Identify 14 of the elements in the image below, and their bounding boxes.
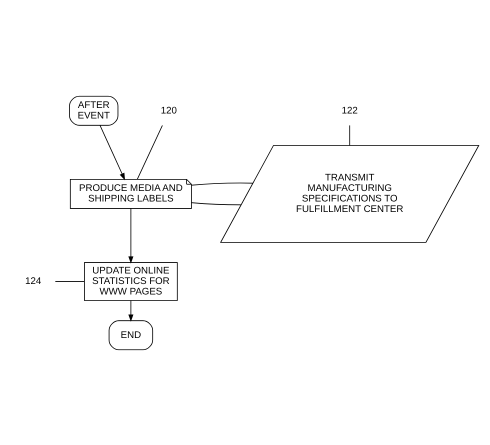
connector: [136, 124, 163, 180]
node-box: END: [108, 320, 154, 350]
connector: [54, 280, 85, 282]
node-box: AFTER EVENT: [69, 95, 118, 126]
connector: [349, 124, 350, 146]
arrow: [128, 300, 134, 322]
node-box: UPDATE ONLINE STATISTICS FOR WWW PAGES: [84, 262, 178, 300]
arrow: [100, 124, 126, 180]
node-text: 124: [25, 276, 42, 287]
connector: [191, 202, 242, 205]
node-text: 120: [160, 104, 177, 116]
arrow: [128, 208, 134, 264]
node-text: 122: [342, 104, 358, 116]
connector: [191, 182, 254, 186]
